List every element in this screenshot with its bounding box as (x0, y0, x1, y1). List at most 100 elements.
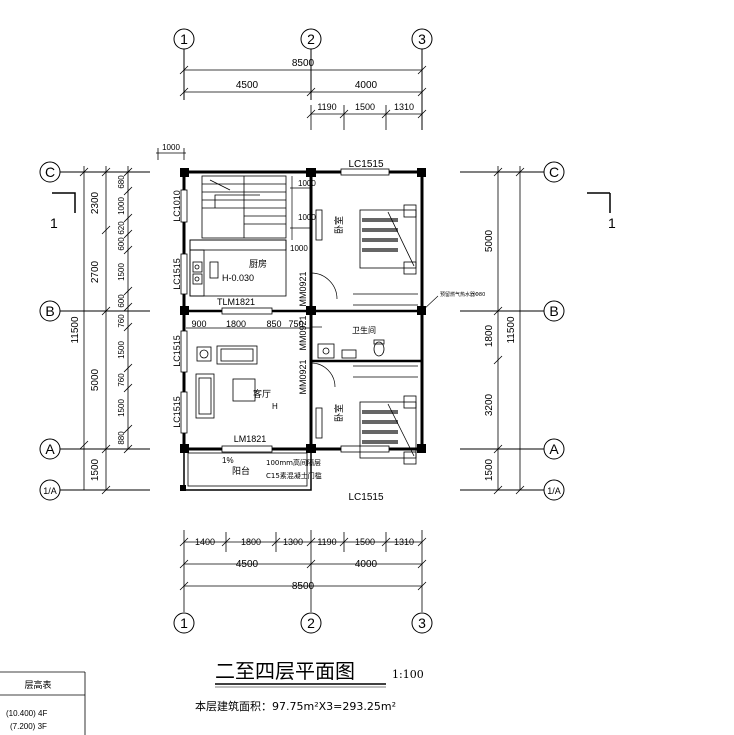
axis-bottom (173, 612, 433, 634)
bottom-dimensions (179, 530, 427, 612)
living-h: H (272, 402, 278, 411)
window-lc1515-living2: LC1515 (172, 396, 182, 428)
balcony-note-2: C15素混凝土门槛 (266, 471, 322, 480)
bathroom-fixtures (317, 339, 385, 359)
stair-offset-dim (156, 148, 186, 160)
dim-bot-span-2: 4000 (355, 559, 378, 570)
axis-label-2-bottom: 2 (307, 615, 315, 631)
dim-bot-1300: 1300 (283, 537, 303, 547)
dim-left-in-8: 1500 (117, 341, 126, 359)
dim-top-span-1: 4500 (236, 80, 259, 91)
dim-bot-total: 8500 (292, 581, 315, 592)
living-furniture (195, 345, 258, 419)
window-lc1515-kitchen: LC1515 (172, 258, 182, 290)
dim-left-in-1: 680 (117, 175, 126, 189)
dim-row-900: 900 (191, 319, 206, 329)
window-lc1515-bottom: LC1515 (348, 492, 383, 503)
dim-left-in-2: 1000 (117, 197, 126, 215)
dim-bot-1800: 1800 (241, 537, 261, 547)
dim-top-total: 8500 (292, 58, 315, 69)
window-lc1515-top: LC1515 (348, 159, 383, 170)
dim-left-in-4: 600 (117, 237, 126, 251)
dim-left-in-6: 600 (117, 294, 126, 308)
dim-top-sub-3: 1310 (394, 102, 414, 112)
section-mark-right: 1 (608, 215, 616, 231)
dim-right-3200: 3200 (484, 393, 495, 416)
dim-bot-1310: 1310 (394, 537, 414, 547)
bedroom2-pattern (362, 410, 398, 444)
door-lm1821: LM1821 (234, 434, 267, 444)
floor-height-table (0, 671, 86, 735)
stair (201, 175, 287, 239)
room-kitchen: 厨房 (249, 258, 267, 270)
dim-left-in-11: 880 (117, 431, 126, 445)
windows (180, 168, 390, 453)
dim-stair-b: 1000 (298, 213, 316, 222)
axis-top (173, 28, 433, 130)
floor-table-header: 层高表 (24, 679, 51, 691)
door-mm0921-a: MM0921 (298, 271, 308, 306)
dim-left-2700: 2700 (90, 260, 101, 283)
axis-label-3: 3 (418, 31, 426, 47)
dim-left-in-7: 760 (117, 314, 126, 328)
room-living: 客厅 (253, 388, 271, 400)
room-balcony: 阳台 (232, 465, 250, 477)
dim-top-sub-1: 1190 (317, 102, 336, 112)
floor-area: 本层建筑面积：97.75m²X3=293.25m² (195, 699, 396, 713)
dim-bot-1190: 1190 (317, 537, 336, 547)
floor-table-row-2: (7.200) 3F (10, 722, 47, 731)
axis-label-c-left: C (45, 164, 55, 180)
window-lc1010: LC1010 (172, 190, 182, 222)
dim-bot-1500: 1500 (355, 537, 375, 547)
axis-label-1-bottom: 1 (180, 615, 188, 631)
bedroom1-pattern (362, 218, 398, 252)
dim-bot-span-1: 4500 (236, 559, 259, 570)
axis-label-1a-right: 1/A (547, 486, 561, 496)
door-mm0921-c: MM0921 (298, 359, 308, 394)
section-mark-left: 1 (50, 215, 58, 231)
axis-label-3-bottom: 3 (418, 615, 426, 631)
axis-label-1: 1 (180, 31, 188, 47)
balcony-slope: 1% (222, 456, 234, 465)
dim-stair-offset: 1000 (162, 143, 180, 152)
dim-left-total: 11500 (70, 316, 81, 344)
dim-left-in-3: 620 (117, 221, 126, 235)
stair-dims (290, 176, 312, 240)
dim-left-in-10: 1500 (117, 399, 126, 417)
window-lc1515-living1: LC1515 (172, 335, 182, 367)
dim-left-1500: 1500 (90, 458, 101, 481)
dim-stair-a: 1000 (298, 179, 316, 188)
axis-label-c-right: C (549, 164, 559, 180)
door-tlm1821: TLM1821 (217, 297, 255, 307)
kitchen-fixtures (189, 239, 287, 297)
dim-row-850: 850 (266, 319, 281, 329)
dim-top-sub-2: 1500 (355, 102, 375, 112)
left-dimensions (79, 166, 133, 495)
top-dimensions (179, 65, 427, 130)
dim-left-in-5: 1500 (117, 263, 126, 281)
balcony-note-1: 100mm高间隔层 (266, 458, 321, 467)
columns (180, 168, 426, 491)
axis-label-a-right: A (549, 441, 559, 457)
dim-row-750: 750 (288, 319, 303, 329)
kitchen-level: H-0.030 (222, 273, 254, 283)
dim-stair-c: 1000 (290, 244, 308, 253)
drawing-scale: 1:100 (392, 668, 424, 681)
room-bedroom-2: 卧室 (333, 404, 345, 422)
doors (310, 272, 418, 388)
dim-left-5000: 5000 (90, 368, 101, 391)
room-bathroom: 卫生间 (352, 325, 376, 335)
vent-note: 预留燃气热水器Φ80 (440, 291, 485, 298)
dim-left-in-9: 760 (117, 373, 126, 387)
axis-label-2: 2 (307, 31, 315, 47)
dim-right-total: 11500 (506, 316, 517, 344)
dim-bot-1400: 1400 (195, 537, 215, 547)
dim-right-1800: 1800 (484, 324, 495, 347)
dim-right-5000: 5000 (484, 229, 495, 252)
room-bedroom-1: 卧室 (333, 216, 345, 234)
axis-left (39, 161, 565, 501)
dim-top-span-2: 4000 (355, 80, 378, 91)
dim-left-2300: 2300 (90, 191, 101, 214)
drawing-title: 二至四层平面图 (215, 659, 355, 683)
